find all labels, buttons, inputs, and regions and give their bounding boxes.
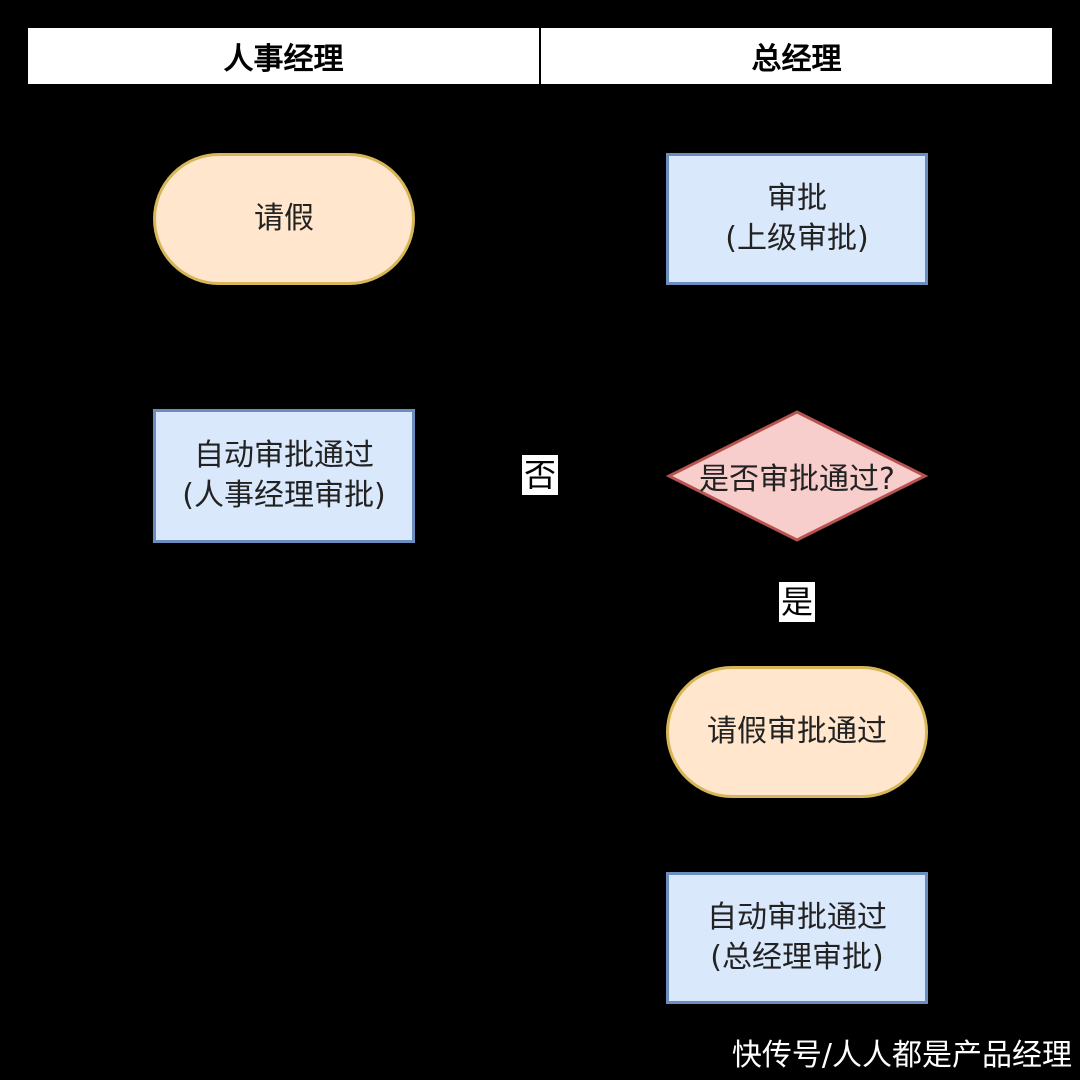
node-auto-approve-hr-line2: (人事经理审批) bbox=[182, 478, 386, 513]
node-leave-approved-label: 请假审批通过 bbox=[707, 714, 887, 749]
edge-label-yes: 是 bbox=[779, 582, 816, 622]
node-approval-label-line1: 审批 bbox=[767, 181, 827, 216]
node-leave-request: 请假 bbox=[153, 153, 415, 285]
decision-diamond-shape bbox=[666, 410, 928, 542]
node-auto-approve-hr: 自动审批通过 (人事经理审批) bbox=[153, 409, 415, 543]
watermark-text: 快传号/人人都是产品经理 bbox=[731, 1038, 1072, 1073]
swimlane-header: 人事经理 总经理 bbox=[28, 28, 1052, 84]
node-auto-approve-hr-line1: 自动审批通过 bbox=[194, 438, 374, 473]
lane-title-general-manager: 总经理 bbox=[751, 42, 842, 77]
node-decision-label: 是否审批通过? bbox=[699, 462, 895, 497]
lane-title-hr-manager: 人事经理 bbox=[28, 28, 541, 84]
node-leave-approved: 请假审批通过 bbox=[666, 666, 928, 798]
node-decision: 是否审批通过? bbox=[666, 409, 928, 543]
node-leave-request-label: 请假 bbox=[254, 201, 314, 236]
node-auto-approve-gm: 自动审批通过 (总经理审批) bbox=[666, 872, 928, 1004]
node-approval: 审批 (上级审批) bbox=[666, 153, 928, 285]
node-auto-approve-gm-line1: 自动审批通过 bbox=[707, 900, 887, 935]
node-auto-approve-gm-line2: (总经理审批) bbox=[710, 940, 884, 975]
node-approval-label-line2: (上级审批) bbox=[725, 221, 869, 256]
edge-label-no: 否 bbox=[522, 455, 559, 495]
